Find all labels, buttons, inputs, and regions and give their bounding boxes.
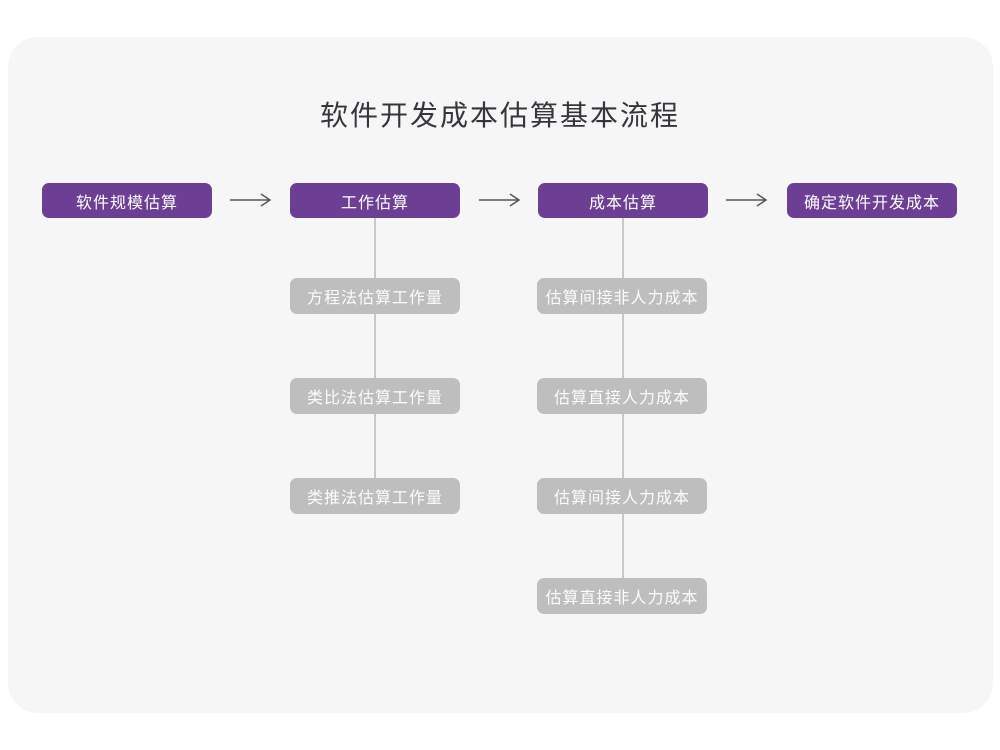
flow-step-label: 成本估算 [588,194,657,212]
flow-step-cost-estimation: 成本估算 [538,183,708,218]
work-method-analogy: 类比法估算工作量 [290,378,460,414]
flow-step-determine-dev-cost: 确定软件开发成本 [787,183,957,218]
work-method-extrapolation: 类推法估算工作量 [290,478,460,514]
sub-box-label: 估算直接非人力成本 [545,590,699,607]
sub-box-label: 估算间接人力成本 [553,490,690,507]
sub-box-label: 类推法估算工作量 [306,490,443,507]
connector-line-work-estimation [374,218,376,496]
flow-step-work-estimation: 工作估算 [290,183,460,218]
work-method-equation: 方程法估算工作量 [290,278,460,314]
cost-item-indirect-nonlabor: 估算间接非人力成本 [537,278,707,314]
flow-step-software-scale-estimation: 软件规模估算 [42,183,212,218]
diagram-canvas [8,37,993,713]
flow-step-label: 确定软件开发成本 [803,194,940,212]
sub-box-label: 估算间接非人力成本 [545,290,699,307]
sub-box-label: 方程法估算工作量 [306,290,443,307]
cost-item-direct-nonlabor: 估算直接非人力成本 [537,578,707,614]
cost-item-direct-labor: 估算直接人力成本 [537,378,707,414]
sub-box-label: 估算直接人力成本 [553,390,690,407]
cost-item-indirect-labor: 估算间接人力成本 [537,478,707,514]
arrow-right-icon [726,193,768,207]
flow-step-label: 工作估算 [340,194,409,212]
arrow-right-icon [230,193,272,207]
arrow-right-icon [479,193,521,207]
flow-step-label: 软件规模估算 [75,194,178,212]
sub-box-label: 类比法估算工作量 [306,390,443,407]
diagram-title: 软件开发成本估算基本流程 [319,100,680,131]
